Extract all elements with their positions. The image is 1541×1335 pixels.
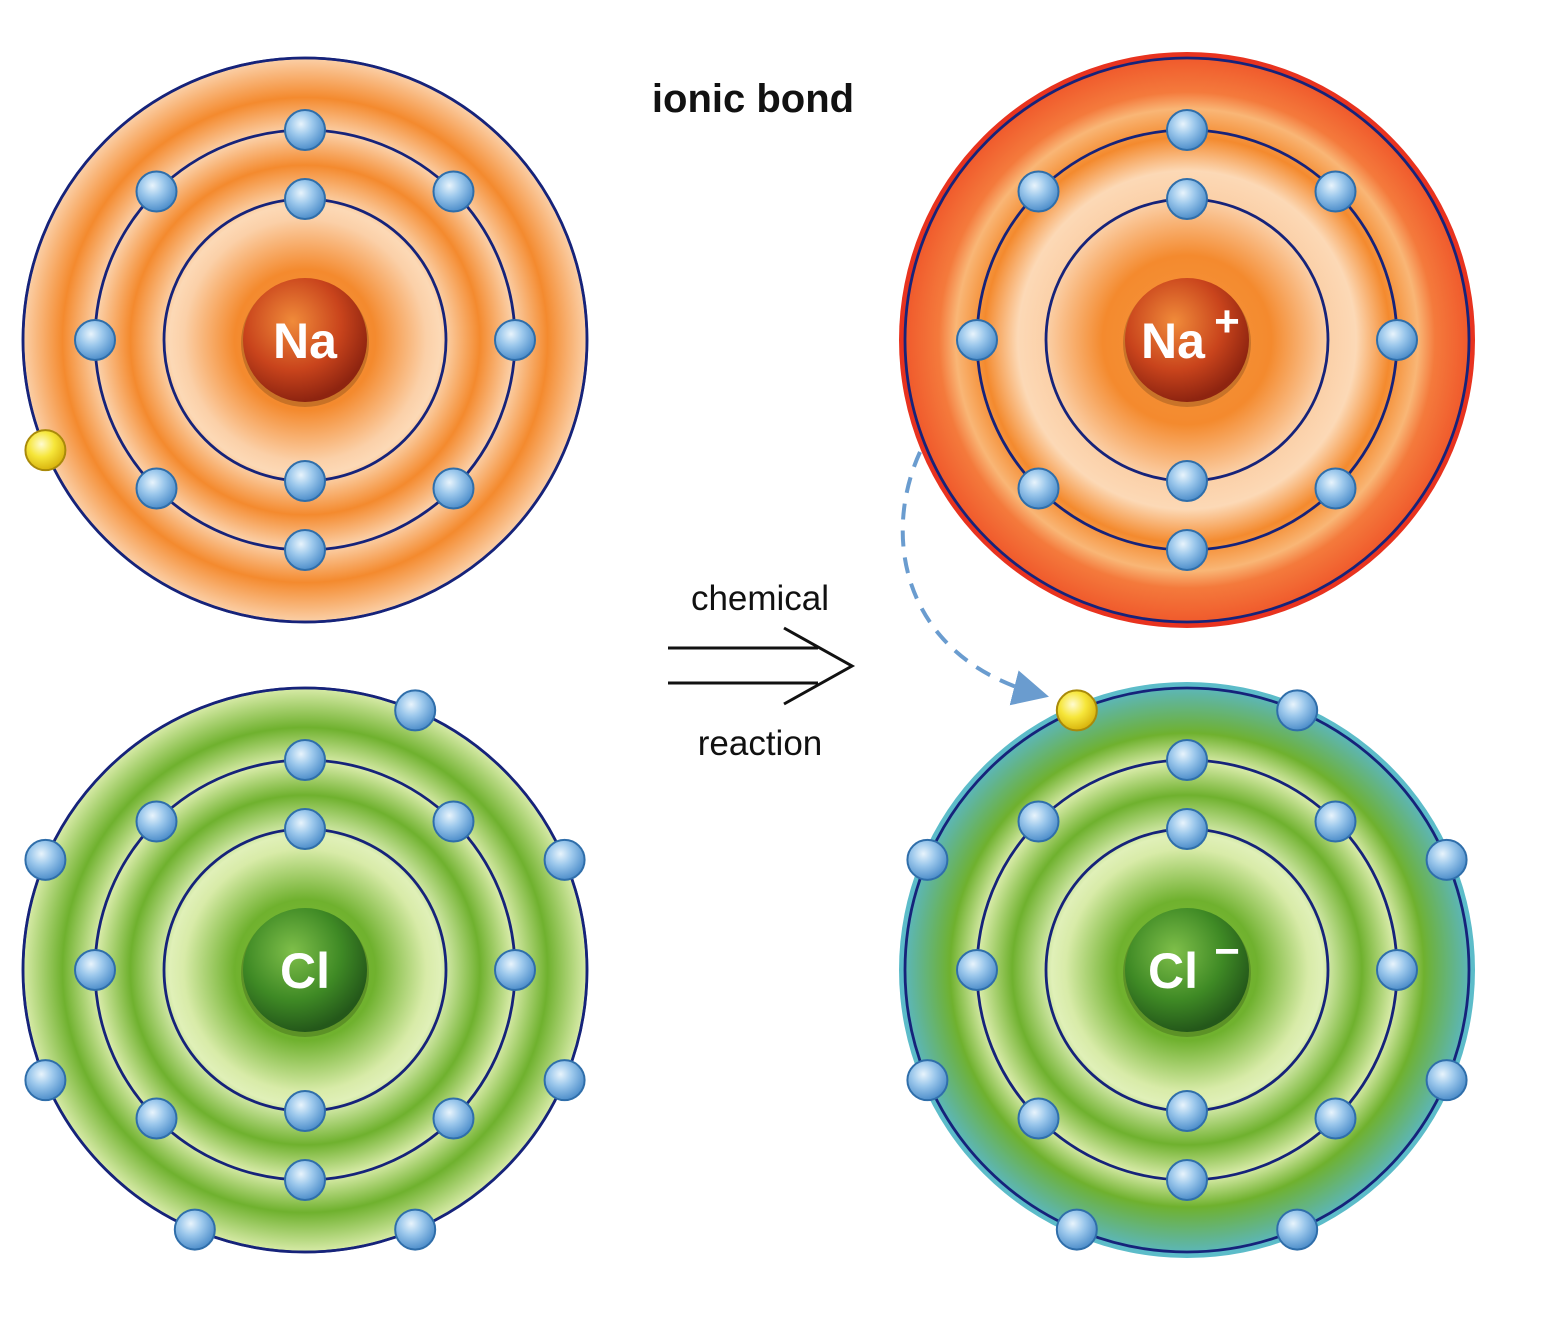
sodium-atom: Na	[21, 56, 589, 624]
electron	[1376, 319, 1418, 361]
electron	[432, 170, 475, 213]
transferred-electron	[1055, 689, 1098, 732]
electron	[432, 1097, 475, 1140]
electron	[135, 800, 178, 843]
nucleus	[1125, 908, 1249, 1032]
electron	[1017, 800, 1060, 843]
electron	[394, 1208, 437, 1251]
electron	[74, 319, 116, 361]
electron	[24, 1059, 67, 1102]
electron	[956, 319, 998, 361]
electron	[284, 109, 326, 151]
electron	[1425, 1059, 1468, 1102]
electron	[1425, 838, 1468, 881]
electron	[135, 170, 178, 213]
electron	[1314, 467, 1357, 510]
electron	[284, 808, 326, 850]
electron	[1166, 529, 1208, 571]
electron	[24, 838, 67, 881]
nucleus	[1125, 278, 1249, 402]
electron	[906, 1059, 949, 1102]
reaction-arrow: chemical reaction	[668, 579, 856, 763]
ion-charge: −	[1214, 927, 1240, 976]
arrow-head	[783, 626, 856, 706]
chlorine-atom: Cl	[21, 686, 589, 1254]
electron	[284, 178, 326, 220]
electron	[432, 467, 475, 510]
ion-charge: +	[1214, 297, 1240, 346]
electron	[394, 689, 437, 732]
electron	[1166, 460, 1208, 502]
nucleus	[243, 908, 367, 1032]
electron	[74, 949, 116, 991]
orbit-shell-3	[903, 56, 1471, 624]
electron	[1166, 1090, 1208, 1132]
electron	[284, 460, 326, 502]
reaction-label-bottom: reaction	[698, 724, 823, 763]
electron	[494, 319, 536, 361]
sodium-ion: Na+	[899, 52, 1475, 628]
electron	[1314, 800, 1357, 843]
element-symbol: Na	[1141, 313, 1206, 369]
electron	[1276, 1208, 1319, 1251]
electron-transfer-path	[900, 451, 1049, 706]
reaction-label-top: chemical	[691, 579, 829, 618]
electron	[543, 838, 586, 881]
element-symbol: Cl	[280, 943, 330, 999]
nucleus	[243, 278, 367, 402]
transferred-electron	[24, 429, 67, 472]
chloride-ion: Cl−	[899, 682, 1475, 1258]
electron	[1055, 1208, 1098, 1251]
electron	[1314, 1097, 1357, 1140]
electron	[173, 1208, 216, 1251]
diagram-title: ionic bond	[652, 77, 854, 121]
electron	[284, 739, 326, 781]
electron	[1166, 1159, 1208, 1201]
electron	[135, 467, 178, 510]
electron	[135, 1097, 178, 1140]
electron	[284, 529, 326, 571]
electron	[1166, 808, 1208, 850]
electron	[284, 1090, 326, 1132]
electron	[284, 1159, 326, 1201]
electron	[1017, 467, 1060, 510]
orbit-shell-3	[21, 56, 589, 624]
orbit-shell-3	[903, 686, 1471, 1254]
element-symbol: Na	[273, 313, 338, 369]
element-symbol: Cl	[1148, 943, 1198, 999]
electron	[906, 838, 949, 881]
electron	[1376, 949, 1418, 991]
electron	[1017, 1097, 1060, 1140]
electron	[1166, 109, 1208, 151]
electron	[543, 1059, 586, 1102]
electron	[1166, 739, 1208, 781]
electron	[1166, 178, 1208, 220]
electron	[1017, 170, 1060, 213]
electron	[494, 949, 536, 991]
orbit-shell-3	[21, 686, 589, 1254]
electron	[956, 949, 998, 991]
electron	[1276, 689, 1319, 732]
electron	[1314, 170, 1357, 213]
electron	[432, 800, 475, 843]
